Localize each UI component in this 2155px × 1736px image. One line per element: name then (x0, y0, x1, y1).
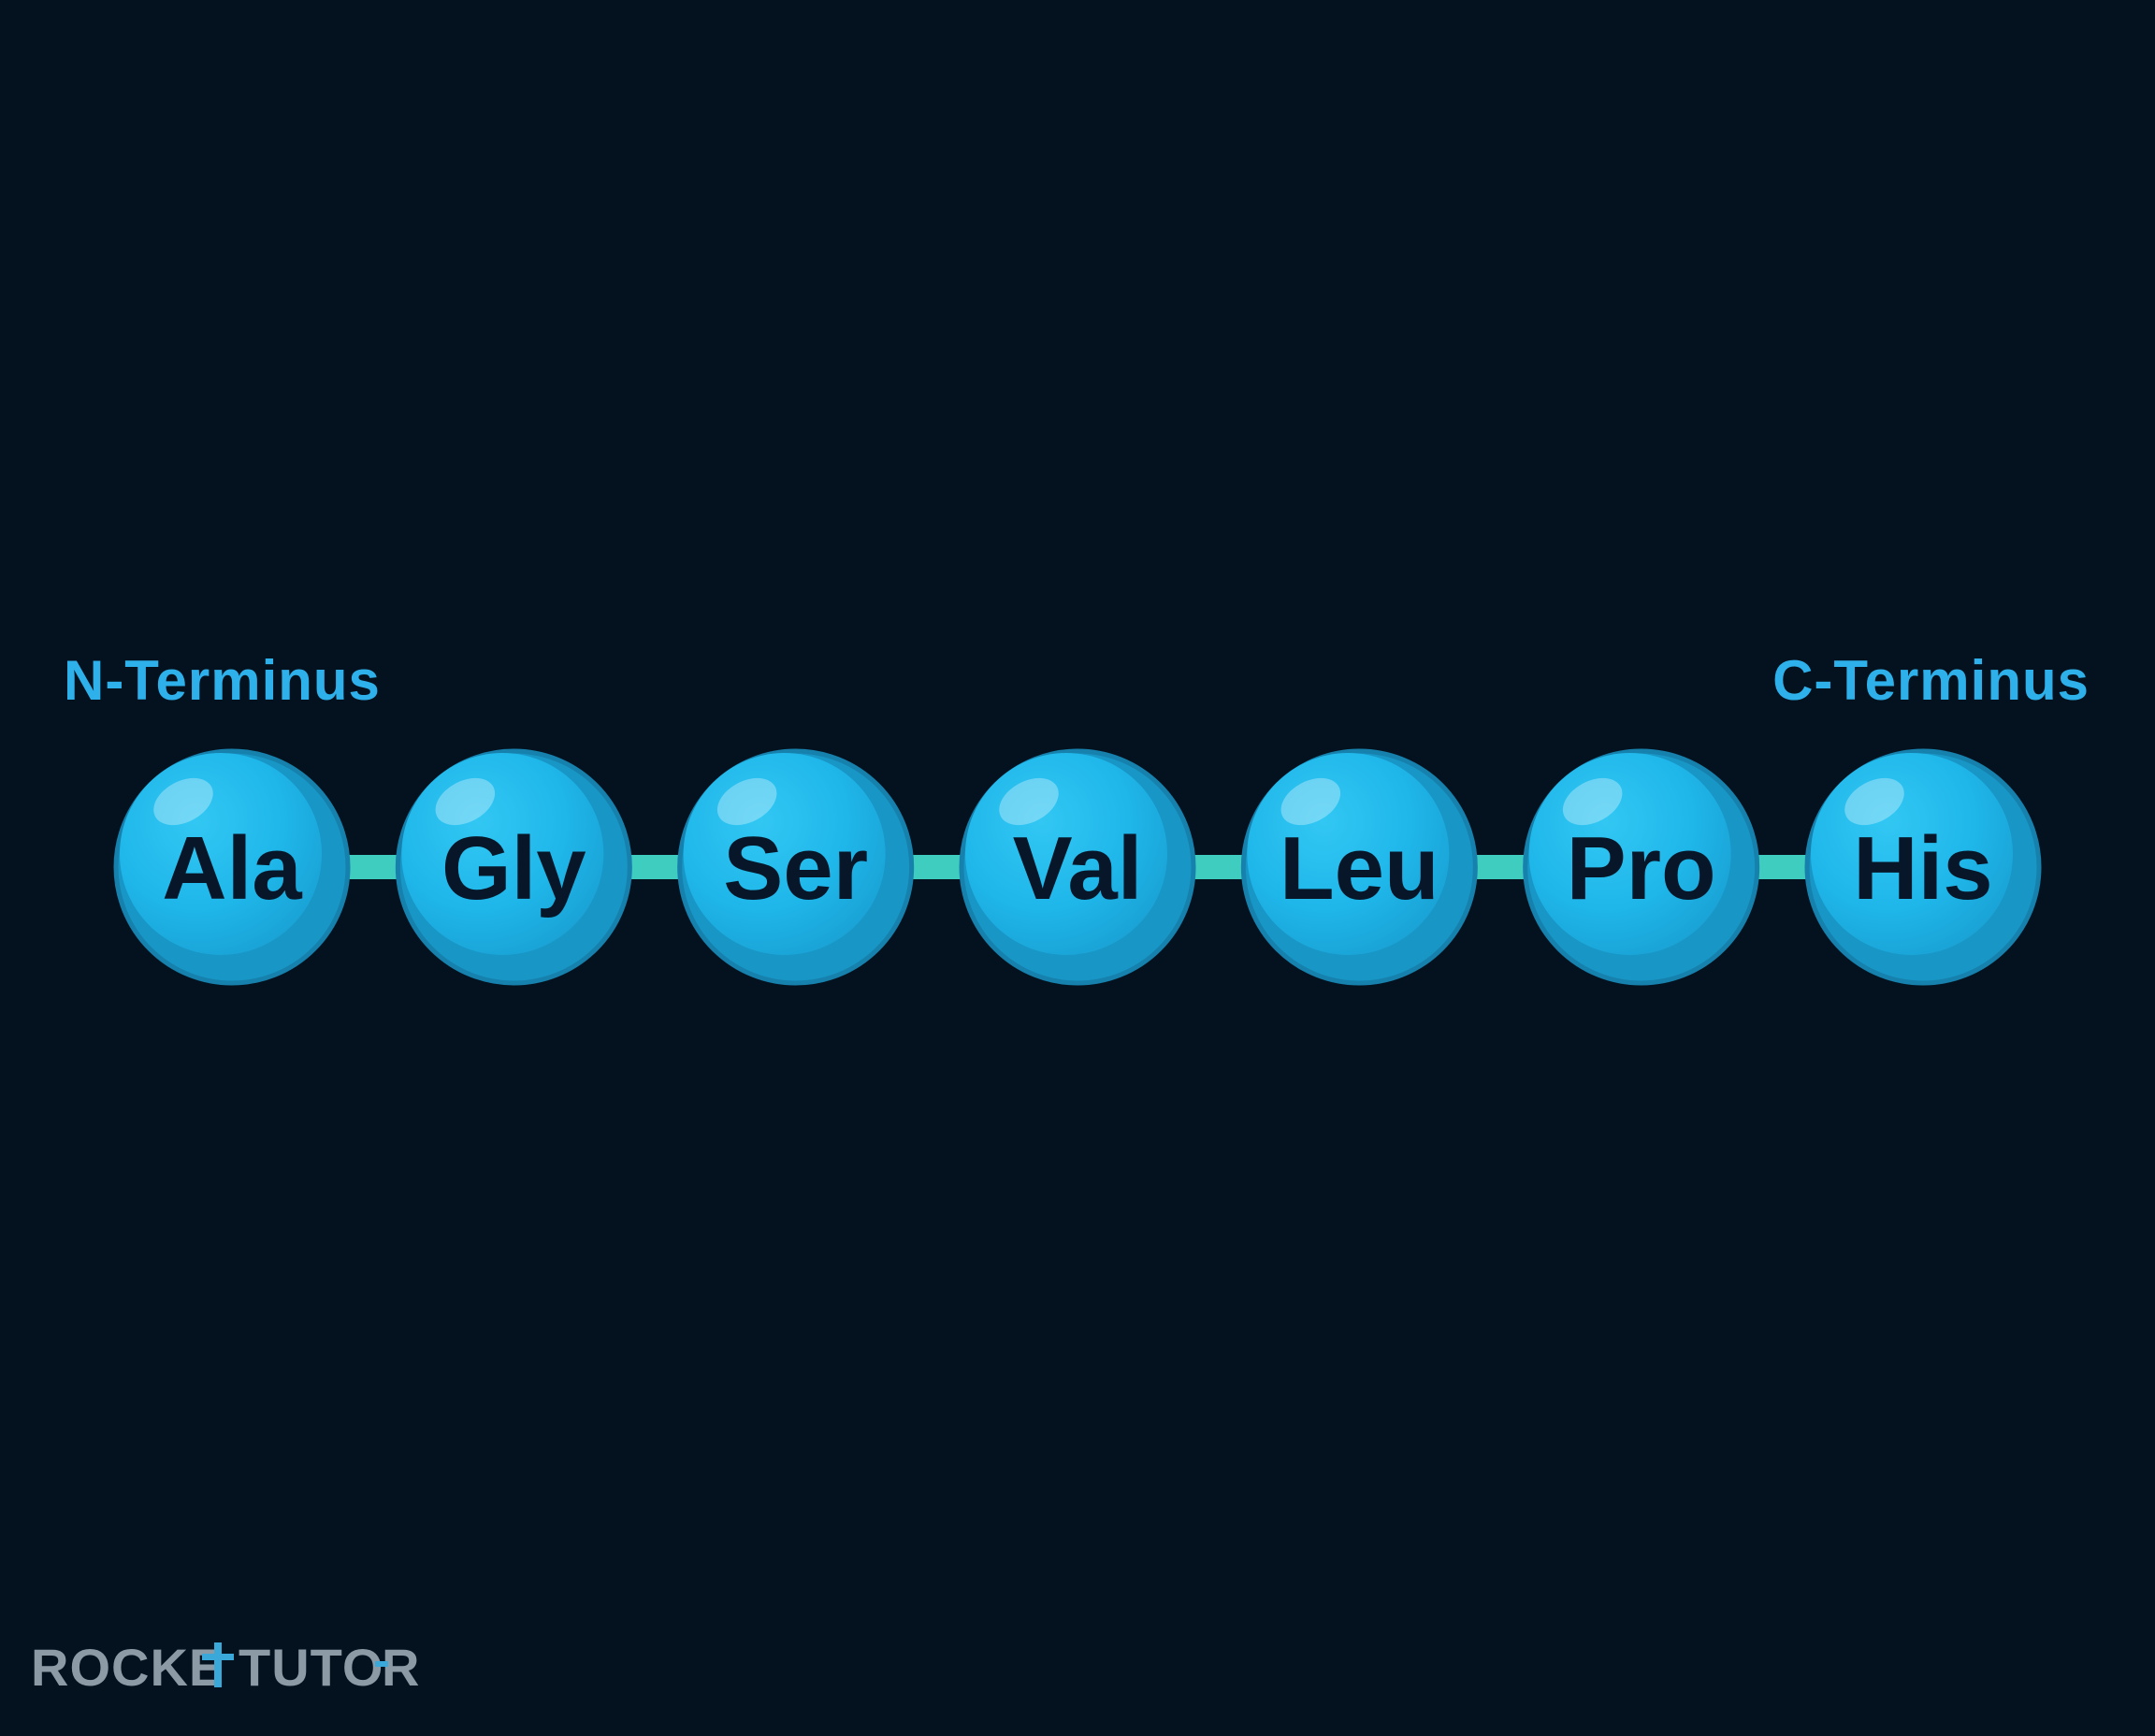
peptide-bond (624, 855, 686, 879)
residue-sphere-body (120, 753, 322, 955)
c-terminus-label: C-Terminus (1772, 649, 2090, 712)
sphere-highlight (999, 777, 1059, 826)
residue-label: His (1853, 818, 1992, 919)
peptide-bond (1469, 855, 1531, 879)
sphere-highlight (153, 777, 213, 826)
residue-label: Leu (1280, 818, 1439, 919)
amino-acid-residues: Ala Gly Ser Val Leu Pro His (113, 748, 2042, 986)
peptide-bonds (342, 855, 1813, 879)
rockettutor-wordmark: ROCKE TUTO R (31, 1638, 420, 1697)
rockettutor-logo: ROCKE TUTO R (31, 1638, 424, 1704)
residue-label: Gly (441, 818, 586, 919)
residue-label: Ala (162, 818, 302, 919)
residue-sphere-body (683, 753, 886, 955)
residue-sphere-body (1811, 753, 2013, 955)
n-terminus-label: N-Terminus (64, 649, 381, 712)
peptide-bond (1751, 855, 1813, 879)
residue-sphere-body (1247, 753, 1450, 955)
residue-val: Val (959, 748, 1196, 986)
sphere-highlight (1280, 777, 1341, 826)
sphere-highlight (1562, 777, 1623, 826)
sphere-highlight (435, 777, 496, 826)
residue-sphere-body (965, 753, 1167, 955)
residue-ala: Ala (113, 748, 351, 986)
peptide-bond (342, 855, 404, 879)
residue-label: Ser (723, 818, 868, 919)
svg-text:TUTO: TUTO (239, 1639, 383, 1695)
sphere-highlight (716, 777, 777, 826)
residue-label: Pro (1567, 818, 1716, 919)
svg-text:ROCKE: ROCKE (31, 1639, 224, 1695)
residue-gly: Gly (395, 748, 632, 986)
residue-sphere-body (401, 753, 604, 955)
svg-text:R: R (382, 1639, 420, 1695)
peptide-bond (905, 855, 967, 879)
residue-label: Val (1013, 818, 1143, 919)
sphere-highlight (1844, 777, 1904, 826)
residue-sphere-body (1528, 753, 1731, 955)
peptide-bond (1188, 855, 1250, 879)
residue-his: His (1804, 748, 2042, 986)
residue-ser: Ser (677, 748, 915, 986)
residue-pro: Pro (1523, 748, 1760, 986)
residue-leu: Leu (1240, 748, 1478, 986)
